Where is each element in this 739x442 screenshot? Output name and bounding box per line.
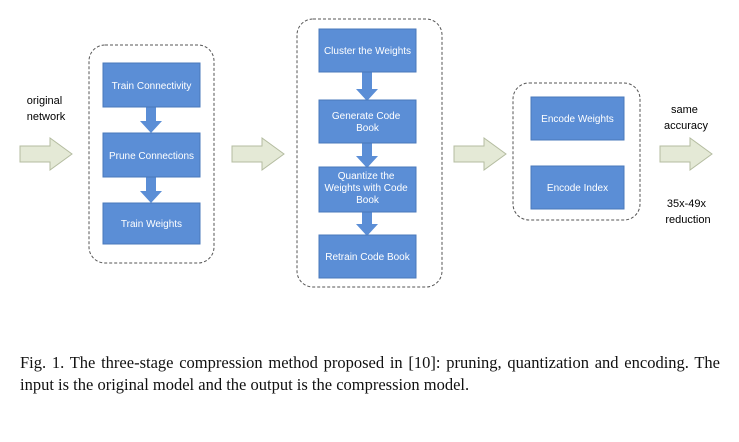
output-reduction-label: 35x-49x reduction (665, 198, 710, 226)
stage-2-arrow-1 (356, 71, 378, 101)
stage-2-panel (296, 18, 443, 288)
encode-weights-label: Encode Weights (541, 114, 614, 125)
stage-2-arrow-2 (356, 142, 378, 168)
train-weights-box (102, 202, 201, 245)
stage-2-to-3-flow-arrow (453, 137, 507, 171)
input-flow-arrow (19, 137, 73, 171)
output-reduction-line-1: 35x-49x (667, 198, 707, 210)
retrain-code-book-label: Retrain Code Book (325, 252, 410, 263)
output-flow-arrow (659, 137, 713, 171)
prune-connections-box (102, 132, 201, 178)
stage-1-arrow-2 (140, 176, 162, 203)
quantize-weights-box (318, 166, 417, 213)
prune-connections-label: Prune Connections (109, 151, 194, 162)
encode-index-box (530, 165, 625, 210)
output-accuracy-line-1: same (671, 104, 698, 116)
compression-pipeline-diagram: Train Connectivity Prune Connections Tra… (19, 18, 713, 288)
train-connectivity-box (102, 62, 201, 108)
stage-2-arrow-3 (356, 211, 378, 236)
train-connectivity-label: Train Connectivity (112, 81, 192, 92)
quantize-weights-line-1: Quantize the (338, 171, 395, 182)
output-reduction-line-2: reduction (665, 214, 710, 226)
stage-1-arrow-1 (140, 106, 162, 133)
generate-code-book-box (318, 99, 417, 144)
quantize-weights-line-3: Book (356, 195, 380, 206)
generate-code-book-label: Generate Code Book (332, 111, 403, 134)
output-accuracy-label: same accuracy (664, 104, 709, 132)
encode-weights-box (530, 96, 625, 141)
quantize-weights-label: Quantize the Weights with Code Book (325, 171, 411, 206)
generate-code-book-line-1: Generate Code (332, 111, 401, 122)
output-accuracy-line-2: accuracy (664, 120, 709, 132)
quantize-weights-line-2: Weights with Code (325, 183, 409, 194)
figure-caption: Fig. 1. The three-stage compression meth… (20, 353, 720, 394)
cluster-weights-box (318, 28, 417, 73)
input-label-line-1: original (27, 95, 62, 107)
encode-index-label: Encode Index (547, 183, 608, 194)
generate-code-book-line-2: Book (356, 123, 380, 134)
cluster-weights-label: Cluster the Weights (324, 46, 411, 57)
stage-1-panel (88, 44, 215, 264)
input-label-line-2: network (27, 111, 66, 123)
stage-1-to-2-flow-arrow (231, 137, 285, 171)
stage-3-panel (512, 82, 641, 221)
retrain-code-book-box (318, 234, 417, 279)
train-weights-label: Train Weights (121, 219, 182, 230)
input-label: original network (27, 95, 66, 123)
